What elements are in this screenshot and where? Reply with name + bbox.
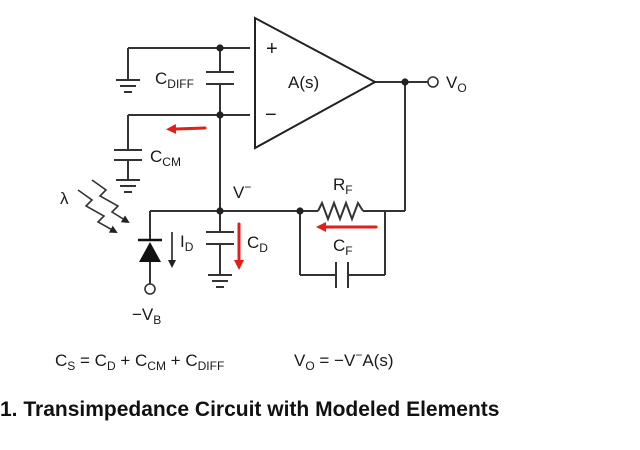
ground-icon xyxy=(116,179,140,193)
ground-icon xyxy=(208,274,232,288)
figure-caption: 1. Transimpedance Circuit with Modeled E… xyxy=(0,398,499,421)
label-vo: VO xyxy=(446,73,467,95)
label-ccm: CCM xyxy=(150,147,181,169)
label-lambda: λ xyxy=(60,189,69,208)
red-annotation-arrows xyxy=(166,124,378,270)
opamp-triangle-icon xyxy=(254,16,378,150)
red-arrow-ccm xyxy=(166,124,207,134)
capacitor-cf xyxy=(335,262,349,288)
label-v-minus: V− xyxy=(233,180,251,202)
equation-vo: VO = −V−A(s) xyxy=(294,348,394,373)
photodiode-icon xyxy=(138,238,162,262)
label-cd: CD xyxy=(247,233,268,255)
label-bias: −VB xyxy=(132,305,161,327)
capacitor-cdiff xyxy=(206,71,234,85)
output-terminal xyxy=(427,76,439,88)
opamp-plus-label: + xyxy=(266,38,278,60)
opamp-gain-label: A(s) xyxy=(288,73,319,92)
bias-terminal xyxy=(144,283,156,295)
label-id: ID xyxy=(180,232,194,254)
label-cdiff: CDIFF xyxy=(155,69,194,91)
light-rays-icon xyxy=(77,179,130,233)
junction-dots xyxy=(216,44,409,215)
ground-icon xyxy=(116,79,140,93)
label-cf: CF xyxy=(333,236,353,258)
capacitor-ccm xyxy=(114,149,142,161)
label-rf: RF xyxy=(333,175,353,197)
opamp-minus-label: − xyxy=(265,104,277,126)
capacitor-cd xyxy=(206,231,234,245)
equation-cs: CS = CD + CCM + CDIFF xyxy=(55,351,224,373)
